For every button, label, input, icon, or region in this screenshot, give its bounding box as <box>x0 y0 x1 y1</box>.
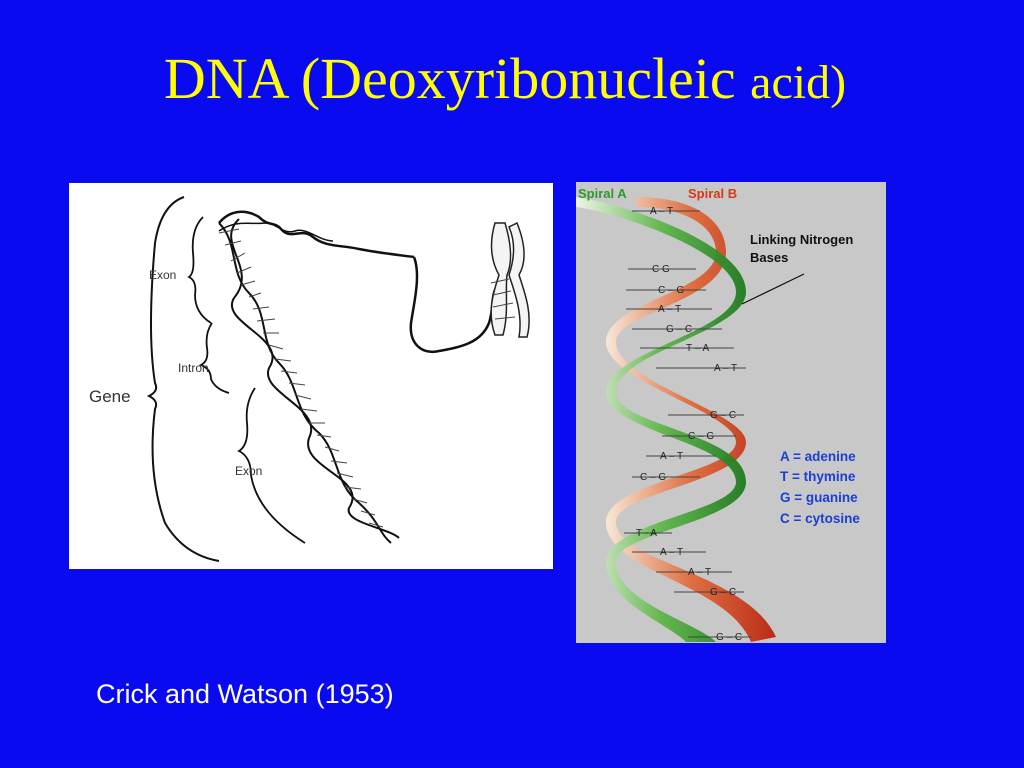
pair-label: A – T <box>688 567 711 578</box>
gene-figure: Exon Intron Gene Exon <box>69 183 553 569</box>
label-exon-bottom: Exon <box>235 464 262 478</box>
linking-pointer <box>741 273 805 305</box>
dna-helix <box>218 210 502 544</box>
title-main: DNA (Deoxyribonucleic <box>163 46 751 111</box>
pair-label: T – A <box>686 343 709 354</box>
exon-top-brace <box>187 216 212 324</box>
pair-label: A – T <box>714 363 737 374</box>
pair-label: G – C <box>710 410 736 421</box>
legend-cytosine: C = cytosine <box>780 511 860 526</box>
pair-label: A – T <box>660 451 683 462</box>
legend-adenine: A = adenine <box>780 449 856 464</box>
pair-label: A – T <box>660 547 683 558</box>
slide-caption: Crick and Watson (1953) <box>96 679 394 709</box>
pair-label: C – G <box>640 472 666 483</box>
pair-label: G – C <box>710 587 736 598</box>
linking-label-line2: Bases <box>750 250 788 265</box>
exon-bottom-brace <box>237 387 306 544</box>
title-tail: acid) <box>750 56 847 109</box>
linking-label-line1: Linking Nitrogen <box>750 232 853 247</box>
base-pair-rungs <box>624 210 752 638</box>
pair-label: G – C <box>666 324 692 335</box>
base-pair-labels: A – T C G C – G A – T G – C T – A A – T … <box>636 206 742 643</box>
pair-label: A – T <box>658 304 681 315</box>
helix-illustration: A – T C G C – G A – T G – C T – A A – T … <box>576 186 860 643</box>
pair-label: T - A <box>636 528 657 539</box>
label-gene: Gene <box>89 387 131 406</box>
gene-illustration: Exon Intron Gene Exon <box>89 196 530 562</box>
gene-brace <box>146 196 220 562</box>
pair-label: A – T <box>650 206 673 217</box>
legend-guanine: G = guanine <box>780 490 858 505</box>
intron-brace <box>198 322 230 394</box>
label-exon-top: Exon <box>149 268 176 282</box>
slide-title: DNA (Deoxyribonucleic acid) <box>0 44 1010 118</box>
pair-label: G – C <box>716 632 742 643</box>
helix-figure: A – T C G C – G A – T G – C T – A A – T … <box>576 182 886 643</box>
legend-thymine: T = thymine <box>780 469 856 484</box>
base-legend: A = adenine T = thymine G = guanine C = … <box>780 449 860 526</box>
pair-label: C – G <box>658 285 684 296</box>
spiral-a-label: Spiral A <box>578 186 627 201</box>
label-intron: Intron <box>178 361 209 375</box>
spiral-b-ribbon <box>606 197 776 642</box>
spiral-b-label: Spiral B <box>688 186 737 201</box>
pair-label: C – G <box>688 431 714 442</box>
pair-label: C G <box>652 264 670 275</box>
chromosome <box>490 221 530 338</box>
